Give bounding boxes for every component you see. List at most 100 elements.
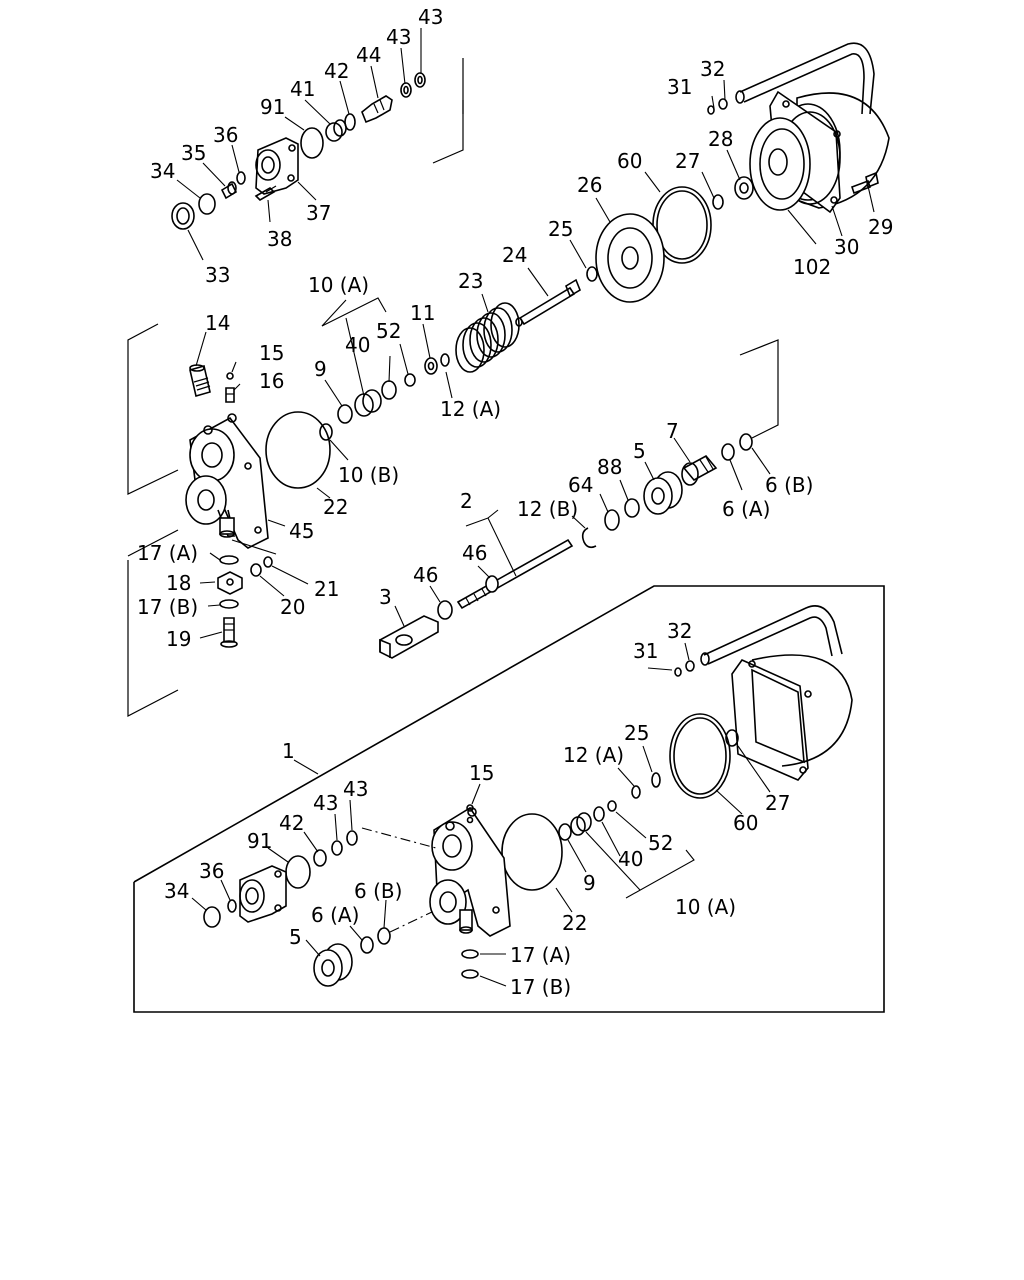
- part-19-bolt: [220, 617, 238, 648]
- lower-part-36-screw: [227, 899, 237, 913]
- label-6a: 6 (A): [722, 497, 770, 521]
- label-lower-6b: 6 (B): [354, 879, 402, 903]
- label-lower-91: 91: [247, 829, 272, 853]
- part-18-block: [217, 571, 243, 595]
- part-12b-clip: [581, 527, 597, 549]
- label-44: 44: [356, 43, 381, 67]
- part-28-nut: [734, 176, 754, 200]
- lower-part-22-oring: [501, 813, 563, 891]
- lower-motor: [700, 605, 853, 781]
- label-36: 36: [213, 123, 238, 147]
- label-64: 64: [568, 473, 593, 497]
- label-30: 30: [834, 235, 859, 259]
- label-22: 22: [323, 495, 348, 519]
- part-26-diaphragm-plate: [595, 213, 665, 303]
- label-2: 2: [460, 489, 473, 513]
- label-12b: 12 (B): [517, 497, 578, 521]
- lower-part-91-oring: [285, 855, 311, 889]
- part-91-oring: [300, 127, 324, 159]
- label-32: 32: [700, 57, 725, 81]
- label-lower-6a: 6 (A): [311, 903, 359, 927]
- label-1: 1: [282, 739, 295, 763]
- part-10b-seal: [319, 423, 333, 441]
- part-23-spring: [455, 302, 520, 373]
- label-lower-34: 34: [164, 879, 189, 903]
- label-42: 42: [324, 59, 349, 83]
- label-lower-17a: 17 (A): [510, 943, 571, 967]
- label-25: 25: [548, 217, 573, 241]
- part-5-cylinder: [643, 471, 683, 515]
- label-10a: 10 (A): [308, 273, 369, 297]
- lower-part-6a-ring: [360, 936, 374, 954]
- label-24: 24: [502, 243, 527, 267]
- label-17b: 17 (B): [137, 595, 198, 619]
- label-lower-27: 27: [765, 791, 790, 815]
- part-15-ball: [226, 372, 234, 380]
- part-16-screw: [225, 387, 235, 403]
- part-6b-ring: [739, 433, 753, 451]
- label-14: 14: [205, 311, 230, 335]
- assembly-1-box: [133, 585, 885, 1013]
- part-46-nut: [437, 600, 453, 620]
- label-lower-5: 5: [289, 925, 302, 949]
- label-lower-15: 15: [469, 761, 494, 785]
- label-18: 18: [166, 571, 191, 595]
- lower-part-25-ring: [651, 772, 661, 788]
- lower-part-6b-ring: [377, 927, 391, 945]
- assembly-bracket-right: [739, 339, 779, 439]
- callout-labels: 43 44 43 42 41 91 36 35 34 37 38 33 31 3…: [137, 5, 893, 999]
- label-lower-10a: 10 (A): [675, 895, 736, 919]
- label-3: 3: [379, 585, 392, 609]
- part-29-bolt: [850, 171, 879, 195]
- label-27: 27: [675, 149, 700, 173]
- label-40: 40: [345, 333, 370, 357]
- part-20-nut: [250, 563, 262, 577]
- part-27-washer: [712, 194, 724, 210]
- part-64-washer: [604, 509, 620, 531]
- lower-part-32-nut: [685, 660, 695, 672]
- label-20: 20: [280, 595, 305, 619]
- part-33-plug: [171, 202, 195, 230]
- part-31-washer: [707, 105, 715, 115]
- part-42-ring: [344, 113, 356, 131]
- label-lower-17b: 17 (B): [510, 975, 571, 999]
- part-52-ring: [404, 373, 416, 387]
- label-34: 34: [150, 159, 175, 183]
- assembly-bracket-top: [432, 58, 464, 164]
- label-38: 38: [267, 227, 292, 251]
- part-22-oring: [265, 411, 331, 489]
- lower-valve-body: [429, 806, 511, 937]
- label-29: 29: [868, 215, 893, 239]
- lower-part-10a-seal: [570, 812, 592, 836]
- lower-part-42-ring: [313, 849, 327, 867]
- part-11-washer: [424, 357, 438, 375]
- label-lower-25: 25: [624, 721, 649, 745]
- label-10b: 10 (B): [338, 463, 399, 487]
- label-lower-9: 9: [583, 871, 596, 895]
- label-lower-40: 40: [618, 847, 643, 871]
- part-38-bolt: [254, 185, 277, 201]
- part-9-bush: [337, 404, 353, 424]
- part-88-ring: [624, 498, 640, 518]
- part-7-sleeve: [681, 454, 718, 486]
- label-lower-32: 32: [667, 619, 692, 643]
- label-21: 21: [314, 577, 339, 601]
- part-12a-clip: [440, 353, 450, 367]
- part-21-washer: [263, 556, 273, 568]
- label-37: 37: [306, 201, 331, 225]
- label-7: 7: [666, 419, 679, 443]
- lower-part-15-ball: [466, 804, 474, 812]
- label-17a: 17 (A): [137, 541, 198, 565]
- lower-part-12a-clip: [631, 785, 641, 799]
- assembly-bracket-left: [127, 323, 179, 495]
- label-33: 33: [205, 263, 230, 287]
- label-11: 11: [410, 301, 435, 325]
- label-lower-43-b: 43: [313, 791, 338, 815]
- part-37-housing: [255, 137, 299, 195]
- part-24-rod: [515, 278, 581, 327]
- label-52: 52: [376, 319, 401, 343]
- label-102: 102: [793, 255, 831, 279]
- label-lower-52: 52: [648, 831, 673, 855]
- lower-part-34-ring: [203, 906, 221, 928]
- part-32-nut: [718, 98, 728, 110]
